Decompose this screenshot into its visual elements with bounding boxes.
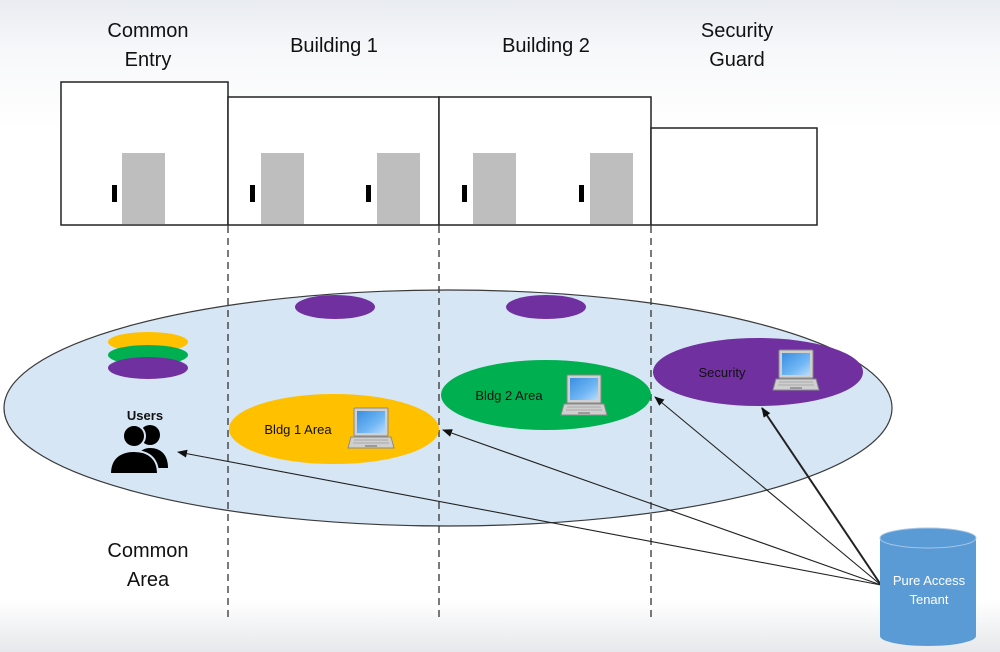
arrow-tenant-to-users: [177, 449, 882, 586]
bldg2-area[interactable]: Bldg 2 Area: [441, 360, 651, 430]
security-area-ellipse[interactable]: [653, 338, 863, 406]
security-area-label: Security: [699, 365, 746, 380]
group-stack: [108, 332, 188, 379]
tenant-label-line1: Pure Access: [893, 573, 966, 588]
header-security-guard-line2: Guard: [709, 49, 765, 71]
pure-access-tenant[interactable]: Pure Access Tenant: [879, 527, 977, 646]
arrow-tenant-to-bldg2: [654, 396, 882, 586]
door-reader-icon: [462, 185, 467, 202]
header-building-2: Building 2: [502, 35, 590, 57]
bldg1-area-ellipse[interactable]: [229, 394, 439, 464]
group-oval-purple-building2[interactable]: [506, 295, 586, 319]
header-common-entry-line1: Common: [107, 20, 188, 42]
laptop-icon: [772, 349, 820, 391]
tenant-connections: [177, 396, 882, 586]
bldg2-area-label: Bldg 2 Area: [475, 388, 543, 403]
arrow-tenant-to-security: [761, 407, 882, 586]
security-area[interactable]: Security: [653, 338, 863, 406]
door-reader-icon: [579, 185, 584, 202]
common-area-label-line2: Area: [127, 569, 170, 591]
common-area-label-line1: Common: [107, 540, 188, 562]
door-reader-icon: [366, 185, 371, 202]
door[interactable]: [473, 153, 516, 224]
doors: [112, 153, 633, 224]
bldg1-area-label: Bldg 1 Area: [264, 422, 332, 437]
bldg2-area-ellipse[interactable]: [441, 360, 651, 430]
door[interactable]: [377, 153, 420, 224]
users-label: Users: [127, 408, 163, 423]
group-oval-purple[interactable]: [108, 357, 188, 379]
users-icon[interactable]: [108, 424, 168, 475]
door-reader-icon: [112, 185, 117, 202]
arrow-tenant-to-bldg1: [442, 429, 882, 586]
door[interactable]: [261, 153, 304, 224]
header-building-1: Building 1: [290, 35, 378, 57]
tenant-label-line2: Tenant: [909, 592, 948, 607]
common-area-ellipse: [3, 289, 893, 527]
group-oval-purple-building1[interactable]: [295, 295, 375, 319]
laptop-icon: [347, 407, 395, 449]
building-security-guard: [650, 127, 818, 226]
door[interactable]: [122, 153, 165, 224]
bldg1-area[interactable]: Bldg 1 Area: [229, 394, 439, 464]
database-cylinder-icon: [880, 538, 976, 646]
header-security-guard-line1: Security: [701, 20, 773, 42]
header-common-entry-line2: Entry: [125, 49, 172, 71]
zone-dividers: [227, 226, 652, 622]
laptop-icon: [560, 374, 608, 416]
door[interactable]: [590, 153, 633, 224]
door-reader-icon: [250, 185, 255, 202]
cylinder-top: [879, 527, 977, 549]
